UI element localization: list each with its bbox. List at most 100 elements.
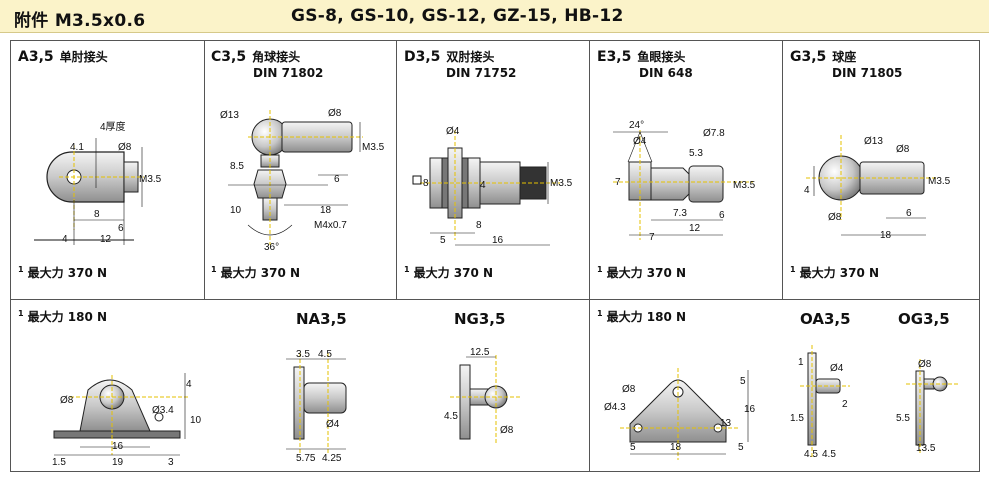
dim-4: 4 — [480, 180, 486, 191]
dim-5: 5 — [740, 376, 746, 387]
dim-1-5: 1.5 — [52, 457, 66, 468]
dim-d8b: Ø8 — [828, 212, 842, 223]
cell-din-d: DIN 71752 — [446, 66, 517, 80]
dim-4: 4 — [804, 185, 810, 196]
label-oa: OA3,5 — [800, 310, 851, 328]
dim-4-5a: 4.5 — [804, 449, 818, 460]
dim-d13: Ø13 — [864, 136, 883, 147]
dim-6: 6 — [906, 208, 912, 219]
dim-d3-4: Ø3.4 — [152, 405, 174, 416]
col-divider-bottom — [589, 299, 590, 472]
dim-12-5: 12.5 — [470, 347, 490, 358]
dim-16: 16 — [112, 441, 124, 452]
spec-table — [10, 40, 980, 472]
dim-18: 18 — [880, 230, 892, 241]
dim-12: 12 — [689, 223, 701, 234]
dim-1: 1 — [798, 357, 804, 368]
dim-d8: Ø8 — [500, 425, 514, 436]
dim-4: 4 — [186, 379, 192, 390]
dim-sq8: 8 — [423, 178, 429, 189]
na-plate — [293, 366, 305, 440]
dim-12: 12 — [100, 234, 112, 245]
label-ng: NG3,5 — [454, 310, 506, 328]
dim-36deg: 36° — [264, 242, 279, 253]
cell-din-e: DIN 648 — [639, 66, 693, 80]
cell-din-c: DIN 71802 — [253, 66, 324, 80]
dim-3: 3 — [168, 457, 174, 468]
drawing-e35: 24° Ø4 Ø7.8 5.3 7 M3.5 7.3 6 7 12 — [613, 120, 756, 243]
row-divider — [10, 299, 980, 300]
drawing-oa35: 1 Ø4 2 1.5 4.5 4.5 — [790, 345, 850, 460]
dim-18: 18 — [320, 205, 332, 216]
dim-d8: Ø8 — [118, 142, 132, 153]
dim-5-75: 5.75 — [296, 453, 316, 464]
bracket-slot — [154, 412, 164, 422]
dim-8: 8 — [476, 220, 482, 231]
dim-19: 19 — [112, 457, 124, 468]
dim-d13: Ø13 — [220, 110, 239, 121]
dim-m35: M3.5 — [362, 142, 385, 153]
dim-4-5: 4.5 — [444, 411, 458, 422]
drawing-g35: Ø13 Ø8 4 M3.5 Ø8 6 18 — [804, 135, 951, 241]
dim-1-5: 1.5 — [790, 413, 804, 424]
drawing-a35: 4厚度 4.1 Ø8 M3.5 8 6 4 12 — [34, 120, 162, 245]
cell-din-g: DIN 71805 — [832, 66, 903, 80]
dim-m35: M3.5 — [928, 176, 951, 187]
dim-5c: 5 — [738, 442, 744, 453]
drawing-bracket-right: Ø8 Ø4.3 5 16 13 5 18 5 — [604, 368, 756, 460]
dim-6: 6 — [334, 174, 340, 185]
col-divider-4 — [782, 40, 783, 300]
dim-3-5: 3.5 — [296, 349, 310, 360]
dim-8-5: 8.5 — [230, 161, 244, 172]
dim-13-5: 13.5 — [916, 443, 936, 454]
dim-d4: Ø4 — [633, 136, 647, 147]
dim-d8: Ø8 — [622, 384, 636, 395]
dim-7-3: 7.3 — [673, 208, 687, 219]
na-pin — [303, 382, 347, 414]
ng-plate — [459, 364, 471, 440]
label-na: NA3,5 — [296, 310, 347, 328]
model-list: GS-8, GS-10, GS-12, GZ-15, HB-12 — [291, 6, 624, 26]
col-divider-1 — [204, 40, 205, 300]
label-og: OG3,5 — [898, 310, 950, 328]
dim-8: 8 — [94, 209, 100, 220]
col-divider-3 — [589, 40, 590, 300]
rod-end-neck — [650, 167, 690, 201]
header-bar: 附件 M3.5x0.6 GS-8, GS-10, GS-12, GZ-15, H… — [0, 0, 989, 33]
dim-4-1: 4.1 — [70, 142, 84, 153]
dim-5: 5 — [440, 235, 446, 246]
drawing-c35: Ø13 Ø8 M3.5 8.5 6 10 18 M4x0.7 36° — [220, 108, 385, 253]
drawing-og35: Ø8 5.5 13.5 — [896, 359, 958, 454]
dim-2: 2 — [842, 399, 848, 410]
dim-18: 18 — [670, 442, 682, 453]
dim-6: 6 — [719, 210, 725, 221]
accessory-title: 附件 M3.5x0.6 — [14, 11, 146, 31]
drawing-bracket-left: Ø8 4 Ø3.4 10 1.5 16 19 3 — [52, 373, 202, 468]
dim-d8: Ø8 — [328, 108, 342, 119]
dim-4-25: 4.25 — [322, 453, 342, 464]
dim-4-5b: 4.5 — [822, 449, 836, 460]
dim-6: 6 — [118, 223, 124, 234]
dim-m35: M3.5 — [733, 180, 756, 191]
drawing-ng35: 12.5 4.5 Ø8 — [444, 347, 520, 445]
drawing-na35: 3.5 4.5 Ø4 5.75 4.25 — [286, 349, 347, 464]
dim-13: 13 — [720, 418, 732, 429]
dim-d8: Ø8 — [60, 395, 74, 406]
dim-d4: Ø4 — [830, 363, 844, 374]
dim-d4: Ø4 — [326, 419, 340, 430]
dim-5b: 5 — [630, 442, 636, 453]
dim-16: 16 — [492, 235, 504, 246]
dim-thickness: 4厚度 — [100, 120, 126, 133]
rod-end-body — [688, 165, 724, 203]
dim-d8: Ø8 — [918, 359, 932, 370]
col-divider-2 — [396, 40, 397, 300]
dim-5-5: 5.5 — [896, 413, 910, 424]
bracket-base — [53, 430, 181, 439]
